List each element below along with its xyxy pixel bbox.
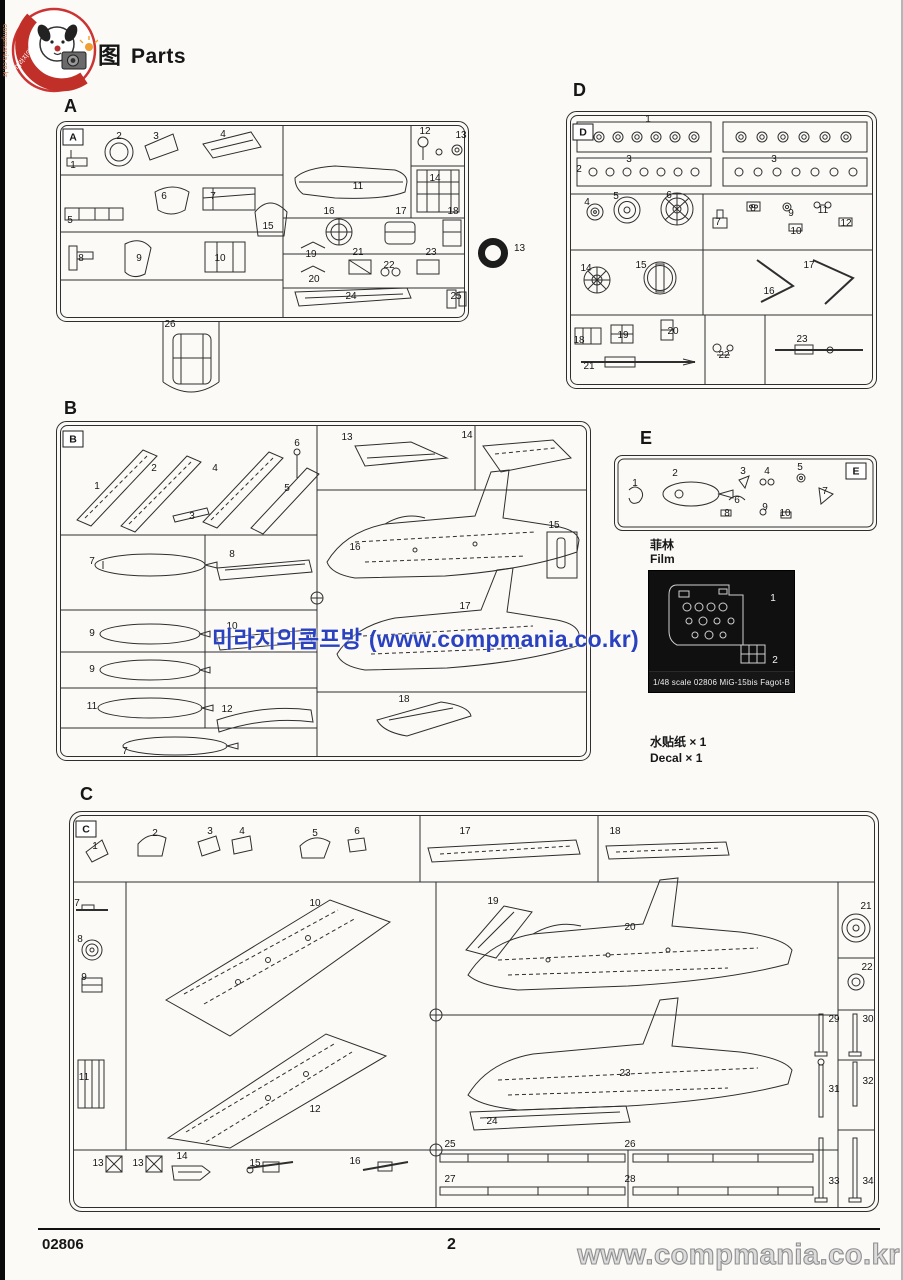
ring-part bbox=[476, 236, 510, 275]
film-label-en: Film bbox=[650, 552, 675, 567]
sprue-c-drawing bbox=[69, 811, 879, 1212]
sprue-b-drawing bbox=[56, 421, 591, 761]
sprue-letter-box-e: E bbox=[845, 462, 867, 480]
scan-edge-right bbox=[901, 0, 903, 1280]
bottom-watermark: www.compmania.co.kr bbox=[577, 1238, 900, 1271]
ring-part-icon bbox=[478, 238, 508, 268]
section-heading-a: A bbox=[64, 96, 77, 116]
section-heading-d: D bbox=[573, 80, 586, 100]
sprue-letter-box-d: D bbox=[572, 123, 594, 141]
page-title-cn: 图 bbox=[98, 42, 121, 68]
film-label-cn: 菲林 bbox=[650, 538, 675, 552]
sprue-letter-box-c: C bbox=[75, 820, 97, 838]
sprue-a-drawing bbox=[56, 121, 469, 393]
decal-line-cn: 水贴纸 × 1 bbox=[650, 735, 707, 749]
section-heading-b: B bbox=[64, 398, 77, 418]
section-heading-e: E bbox=[640, 428, 653, 448]
sprue-letter-box-a: A bbox=[62, 128, 84, 146]
section-heading-c: C bbox=[80, 784, 93, 804]
camera-icon bbox=[61, 36, 99, 70]
logo-site-text: compmania.co.kr bbox=[1, 24, 8, 78]
page-number: 2 bbox=[447, 1236, 456, 1253]
mascot-logo-icon: 미라지의 콤프방 bbox=[11, 7, 99, 93]
sprue-e-drawing bbox=[614, 455, 877, 531]
sprue-letter-box-b: B bbox=[62, 430, 84, 448]
kit-number: 02806 bbox=[42, 1236, 84, 1253]
footer-rule bbox=[38, 1228, 880, 1230]
page-title-en: Parts bbox=[131, 45, 187, 68]
scan-edge-left bbox=[0, 0, 5, 1280]
decal-line-en: Decal × 1 bbox=[650, 750, 703, 765]
ring-part-number: 13 bbox=[514, 243, 526, 254]
sprue-d-drawing bbox=[566, 111, 877, 389]
film-caption: 1/48 scale 02806 MiG-15bis Fagot-B bbox=[649, 671, 794, 692]
film-labels: 菲林 Film bbox=[650, 538, 675, 567]
decal-note: 水贴纸 × 1 Decal × 1 bbox=[650, 735, 706, 766]
center-watermark: 미라지의콤프방 (www.compmania.co.kr) bbox=[212, 626, 639, 652]
page-title: 图 Parts bbox=[98, 36, 186, 70]
site-logo: 미라지의 콤프방 bbox=[10, 6, 99, 99]
instrument-panel-film-icon bbox=[668, 584, 766, 664]
